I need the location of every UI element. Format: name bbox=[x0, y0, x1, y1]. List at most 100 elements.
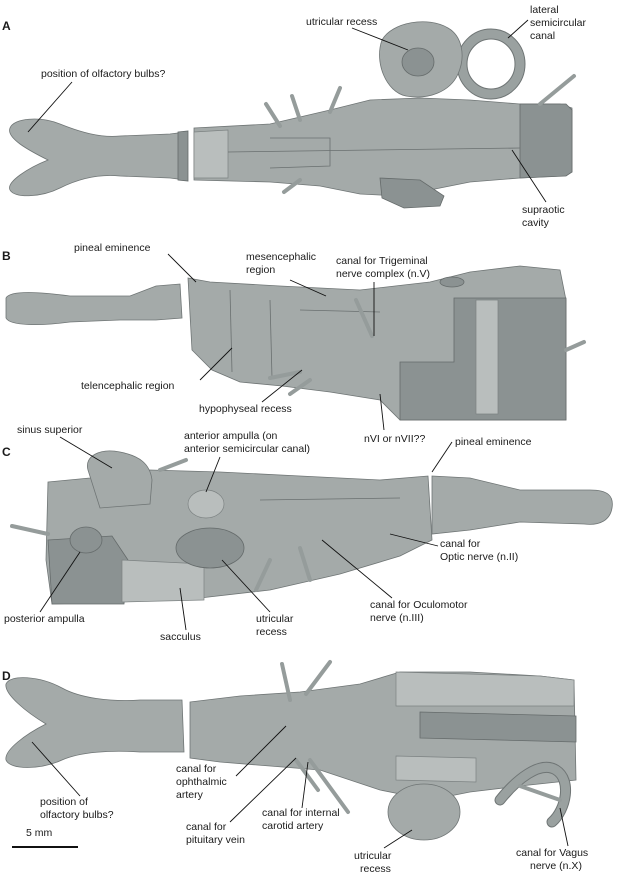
label-a-olfactory: position of olfactory bulbs? bbox=[41, 68, 165, 80]
panel-b-olfactory-tract bbox=[5, 283, 183, 326]
leader-c-anterior bbox=[205, 456, 221, 493]
label-d-ophthalmic-2: ophthalmic bbox=[176, 776, 227, 788]
label-c-sinus: sinus superior bbox=[17, 424, 83, 436]
panel-d-top-blocks bbox=[395, 671, 575, 707]
leader-a-lateral bbox=[507, 19, 529, 39]
leader-c-utricular bbox=[221, 559, 271, 613]
leader-c-sacculus bbox=[179, 587, 187, 631]
label-d-pituitary-1: canal for bbox=[186, 821, 227, 833]
label-c-utricular-2: recess bbox=[256, 626, 287, 638]
panel-c-anterior-ampulla bbox=[187, 489, 225, 519]
label-d-vagus-2: nerve (n.X) bbox=[530, 860, 582, 872]
label-c-sacculus: sacculus bbox=[160, 631, 201, 643]
panel-d-mid-blocks bbox=[419, 711, 577, 743]
panel-a-nerve-2 bbox=[290, 94, 302, 122]
label-d-utricular-1: utricular bbox=[354, 850, 392, 862]
panel-d-lower-block bbox=[395, 755, 477, 783]
scale-bar-label: 5 mm bbox=[26, 827, 53, 839]
panel-c-sinus-superior bbox=[87, 450, 153, 509]
leader-b-nvi bbox=[379, 393, 385, 431]
label-c-anterior-2: anterior semicircular canal) bbox=[184, 443, 310, 455]
panel-d-nerve-5 bbox=[518, 784, 562, 802]
label-a-utricular-recess: utricular recess bbox=[306, 16, 377, 28]
panel-c-nerve-1 bbox=[10, 524, 50, 536]
panel-d-letter: D bbox=[2, 669, 11, 683]
panel-a-rear-block bbox=[519, 103, 573, 179]
panel-a-utricular-shade bbox=[401, 47, 435, 77]
panel-c-nerve-4 bbox=[158, 458, 188, 472]
label-d-ophthalmic-3: artery bbox=[176, 789, 204, 801]
panel-a-ventral-lobe bbox=[379, 177, 445, 209]
label-c-pineal: pineal eminence bbox=[455, 436, 532, 448]
leader-c-optic bbox=[389, 533, 439, 547]
panel-c-sacculus-block bbox=[121, 559, 205, 603]
leader-d-utricular bbox=[383, 829, 413, 849]
panel-b-edge-1 bbox=[229, 289, 233, 373]
leader-d-ophthalmic bbox=[235, 725, 287, 777]
leader-d-carotid bbox=[301, 761, 309, 809]
panel-a-nerve-1 bbox=[264, 102, 282, 128]
panel-d-utricular bbox=[387, 783, 461, 841]
scale-bar: 5 mm bbox=[12, 827, 78, 848]
leader-a-utricular bbox=[351, 27, 409, 51]
panel-d-nerve-4 bbox=[308, 758, 350, 814]
label-c-posterior: posterior ampulla bbox=[4, 613, 85, 625]
leader-c-pineal bbox=[431, 441, 453, 473]
label-a-supraotic-2: cavity bbox=[522, 217, 550, 229]
label-d-utricular-2: recess bbox=[360, 863, 391, 874]
leader-c-posterior bbox=[39, 551, 81, 613]
panel-a-nerve-4 bbox=[282, 178, 302, 194]
leader-a-supraotic bbox=[511, 149, 547, 203]
label-c-oculomotor-1: canal for Oculomotor bbox=[370, 599, 468, 611]
panel-b-nerve-2 bbox=[268, 370, 302, 380]
panel-c-edge-1 bbox=[259, 497, 401, 501]
panel-a-ridge bbox=[269, 137, 331, 169]
label-b-mesencephalic-2: region bbox=[246, 264, 275, 276]
panel-a-nerve-3 bbox=[328, 86, 342, 114]
panel-c: C sinus superior anterior ampulla (on an… bbox=[2, 424, 613, 643]
panel-d-nerve-1 bbox=[280, 662, 292, 702]
panel-b-nerve-1 bbox=[354, 298, 374, 338]
panel-d-canal bbox=[495, 762, 571, 827]
label-c-optic-1: canal for bbox=[440, 538, 481, 550]
panel-d-olfactory-tract bbox=[5, 677, 185, 768]
label-b-trigeminal-2: nerve complex (n.V) bbox=[336, 268, 430, 280]
label-c-utricular-1: utricular bbox=[256, 613, 294, 625]
label-b-pineal: pineal eminence bbox=[74, 242, 151, 254]
panel-b-nerve-4 bbox=[564, 340, 586, 352]
panel-c-nerve-3 bbox=[298, 546, 312, 582]
leader-d-olfactory bbox=[31, 741, 81, 797]
leader-d-pituitary bbox=[229, 757, 297, 823]
label-d-vagus-1: canal for Vagus bbox=[516, 847, 588, 859]
label-d-olfactory-1: position of bbox=[40, 796, 88, 808]
panel-a-front-block bbox=[193, 129, 229, 179]
leader-b-mesencephalic bbox=[289, 279, 327, 297]
panel-c-olfactory-tract bbox=[431, 475, 613, 535]
label-b-telencephalic: telencephalic region bbox=[81, 380, 175, 392]
label-a-lateral-2: semicircular bbox=[530, 17, 587, 29]
leader-b-hypophyseal bbox=[261, 369, 303, 403]
label-c-oculomotor-2: nerve (n.III) bbox=[370, 612, 424, 624]
leader-d-vagus bbox=[559, 807, 569, 847]
label-b-hypophyseal: hypophyseal recess bbox=[199, 403, 292, 415]
panel-c-posterior-ampulla bbox=[69, 526, 103, 554]
panel-a-lateral-canal bbox=[457, 29, 525, 99]
panel-b-pineal-knob bbox=[439, 276, 465, 288]
leader-c-oculomotor bbox=[321, 539, 393, 599]
panel-b-edge-2 bbox=[269, 299, 273, 379]
label-d-ophthalmic-1: canal for bbox=[176, 763, 217, 775]
label-b-nvi: nVI or nVII?? bbox=[364, 433, 425, 445]
label-c-anterior-1: anterior ampulla (on bbox=[184, 430, 278, 442]
label-d-carotid-2: carotid artery bbox=[262, 820, 324, 832]
panel-c-utricular bbox=[175, 527, 245, 569]
panel-d: D position of olfactory bulbs? canal for… bbox=[2, 660, 588, 874]
label-a-lateral-1: lateral bbox=[530, 4, 559, 16]
leader-b-telencephalic bbox=[199, 347, 233, 381]
leader-c-sinus bbox=[59, 436, 113, 469]
panel-b-edge-3 bbox=[299, 309, 381, 313]
panel-a: A utricular recess lateral semicircular … bbox=[2, 4, 587, 229]
panel-b-rear-step bbox=[475, 299, 499, 415]
label-d-pituitary-2: pituitary vein bbox=[186, 834, 245, 846]
panel-b: B canal for Trigeminal nerve complex (n.… bbox=[2, 242, 586, 445]
